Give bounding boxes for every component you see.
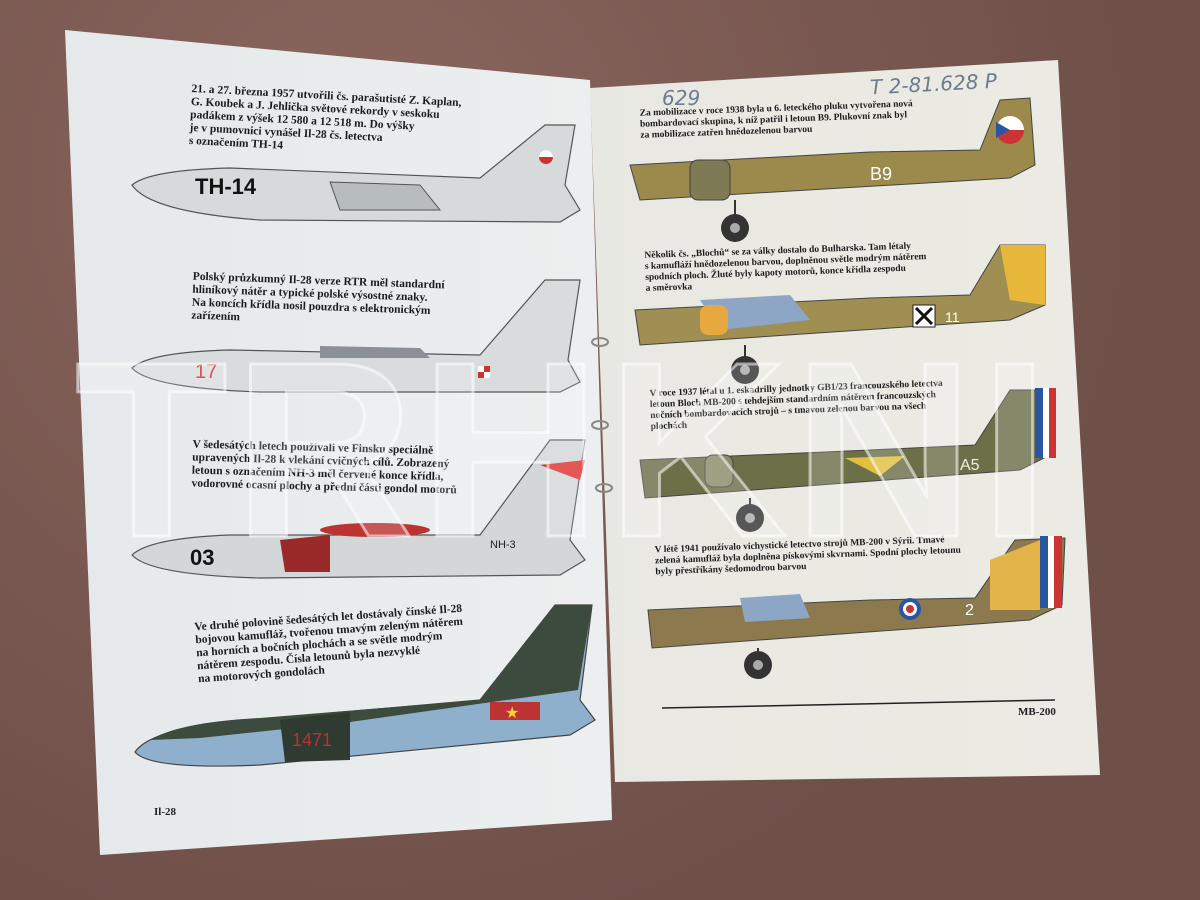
marking-17: 17 — [195, 361, 217, 383]
marking-b9: B9 — [870, 164, 892, 184]
handwritten-number: 629 — [662, 86, 701, 110]
bomber-11-illustration: 11 — [634, 244, 1046, 384]
jet-1471-illustration: ★ 1471 — [134, 604, 596, 767]
bomber-2-illustration: 2 — [647, 536, 1066, 679]
page-label-mb200: MB-200 — [1018, 706, 1056, 718]
binding-rings — [591, 337, 613, 493]
svg-text:★: ★ — [505, 705, 519, 722]
watermark: TRHKNI — [73, 310, 1056, 589]
marking-nh3: NH-3 — [490, 539, 516, 551]
footer-rule — [661, 699, 1056, 709]
page-label-il28: Il-28 — [154, 806, 176, 818]
jet-17-illustration: 17 — [131, 279, 581, 393]
jet-03-illustration: 03 NH-3 — [131, 439, 586, 579]
marking-2: 2 — [965, 602, 974, 619]
marking-a5: A5 — [960, 457, 980, 474]
marking-th14: TH-14 — [195, 174, 257, 199]
bomber-a5-illustration: A5 — [639, 388, 1056, 532]
marking-03: 03 — [190, 545, 214, 570]
marking-11: 11 — [945, 309, 960, 325]
marking-1471: 1471 — [292, 730, 332, 750]
bomber-b9-illustration: B9 — [629, 97, 1036, 242]
jet-th14-illustration: TH-14 — [131, 124, 581, 223]
